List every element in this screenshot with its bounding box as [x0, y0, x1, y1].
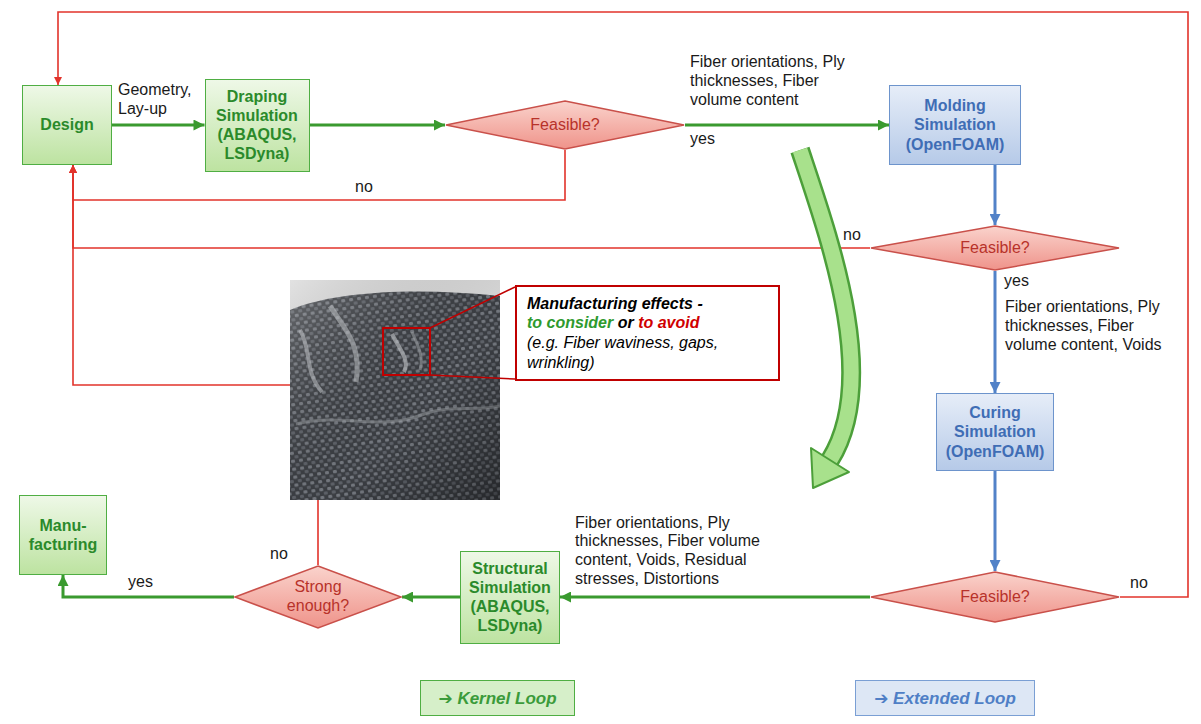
branch-label: yes — [690, 130, 715, 149]
decision-diamond: Strong enough? — [234, 565, 402, 629]
edge-label: yes — [128, 573, 153, 592]
highlight-frame — [383, 328, 430, 375]
box-text: Curing Simulation (OpenFOAM) — [942, 403, 1048, 461]
legend-text: ➔ Kernel Loop — [438, 688, 556, 709]
edge-label: no — [355, 178, 373, 197]
box-text: Structural Simulation (ABAQUS, LSDyna) — [466, 559, 554, 636]
callout-text: Manufacturing effects - — [527, 295, 703, 312]
edge-label: no — [843, 226, 861, 245]
connector — [310, 124, 446, 127]
decision-diamond: Feasible? — [870, 571, 1120, 623]
diamond-label: Feasible? — [960, 239, 1029, 258]
box-text: Molding Simulation (OpenFOAM) — [895, 96, 1015, 154]
connector — [994, 165, 997, 225]
diamond-outline — [235, 566, 401, 628]
process-box: Manu- facturing — [19, 495, 107, 575]
box-text: Draping Simulation (ABAQUS, LSDyna) — [211, 87, 304, 164]
diamond-label: Feasible? — [530, 116, 599, 135]
simulation-box: Curing Simulation (OpenFOAM) — [936, 393, 1054, 471]
edge-label: Fiber orientations, Ply thicknesses, Fib… — [690, 53, 868, 110]
legend-box: ➔ Extended Loop — [855, 680, 1035, 716]
diamond-text: Feasible? — [960, 239, 1029, 258]
connector — [73, 150, 565, 200]
decision-diamond: Feasible? — [445, 100, 685, 150]
legend-text: ➔ Extended Loop — [874, 688, 1016, 709]
edge-label: no — [1130, 574, 1148, 593]
box-text: Manu- facturing — [25, 516, 101, 554]
process-box: Structural Simulation (ABAQUS, LSDyna) — [460, 551, 560, 644]
callout-text: (e.g. Fiber waviness, gaps, wrinkling) — [527, 334, 718, 371]
connector — [994, 271, 997, 393]
callout-line: to consider orto avoid — [527, 313, 768, 333]
connector — [73, 165, 318, 565]
connector — [685, 124, 889, 127]
callout-box: Manufacturing effects - to consider orto a… — [515, 285, 780, 381]
diamond-text: Feasible? — [530, 116, 599, 135]
decision-diamond: Feasible? — [870, 225, 1120, 271]
branch-label: yes — [1004, 272, 1029, 291]
simulation-box: Molding Simulation (OpenFOAM) — [889, 85, 1021, 165]
diamond-text: Feasible? — [960, 588, 1029, 607]
connector — [73, 165, 870, 248]
connector — [560, 596, 870, 599]
callout-line: (e.g. Fiber waviness, gaps, wrinkling) — [527, 333, 768, 372]
edge-label: Fiber orientations, Ply thicknesses, Fib… — [575, 514, 767, 590]
process-box: Draping Simulation (ABAQUS, LSDyna) — [205, 79, 310, 172]
callout-text: to consider — [527, 314, 613, 331]
process-box: Design — [22, 85, 112, 165]
box-text: Design — [40, 115, 93, 134]
diamond-label: Strong enough? — [282, 578, 354, 616]
diamond-label: Feasible? — [960, 588, 1029, 607]
edge-label: Geometry, Lay-up — [118, 81, 202, 119]
leader-line — [430, 287, 515, 328]
connector — [112, 124, 205, 127]
edge-label: no — [270, 545, 288, 564]
diamond-outline — [446, 101, 684, 149]
callout-text: to avoid — [638, 314, 699, 331]
diamond-outline — [871, 226, 1119, 270]
callout-line: Manufacturing effects - — [527, 294, 768, 314]
connector — [402, 596, 460, 599]
diamond-outline — [871, 572, 1119, 622]
connector — [58, 12, 1188, 597]
connector — [994, 471, 997, 571]
diamond-text: Strong enough? — [282, 578, 354, 616]
edge-label: Fiber orientations, Ply thicknesses, Fib… — [1005, 298, 1177, 355]
legend-box: ➔ Kernel Loop — [420, 680, 575, 716]
fabric-photo — [290, 280, 500, 500]
callout-text: or — [618, 314, 634, 331]
leader-line — [430, 375, 515, 379]
big-arrow — [800, 150, 851, 488]
